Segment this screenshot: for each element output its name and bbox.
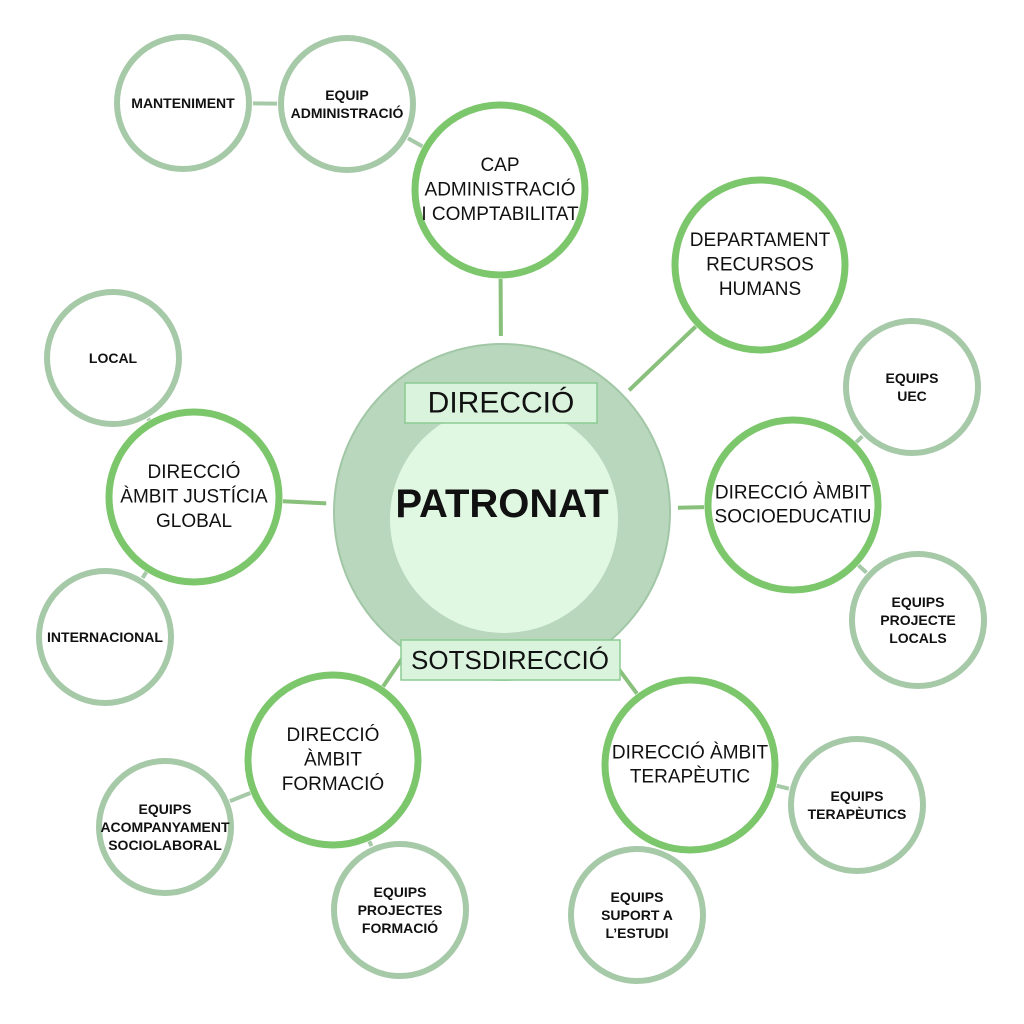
node-cap-admin: CAP ADMINISTRACIÓ I COMPTABILITAT: [411, 101, 589, 279]
node-label-equips-projecte-locals: LOCALS: [889, 630, 947, 646]
connector-formacio-equips-projectes-formacio: [367, 840, 374, 847]
connector-justicia-internacional: [140, 571, 148, 579]
node-label-terapeutic: DIRECCIÓ ÀMBIT: [612, 741, 769, 763]
direccio-label: DIRECCIÓ: [428, 387, 575, 420]
node-label-rrhh: DEPARTAMENT: [690, 230, 831, 251]
node-label-equip-admin: ADMINISTRACIÓ: [291, 104, 404, 121]
node-label-equips-suport: SUPORT A: [601, 907, 673, 923]
node-label-equips-acompanyament: EQUIPS: [139, 801, 192, 817]
node-socioeducatiu: DIRECCIÓ ÀMBIT SOCIOEDUCATIU: [704, 416, 882, 594]
node-label-equips-projecte-locals: EQUIPS: [892, 594, 945, 610]
node-circle-equip-admin: [278, 35, 416, 173]
node-label-manteniment: MANTENIMENT: [131, 95, 235, 111]
node-label-socioeducatiu: SOCIOEDUCATIU: [715, 507, 872, 528]
node-label-justicia: DIRECCIÓ: [148, 461, 241, 483]
node-label-cap-admin: ADMINISTRACIÓ: [425, 179, 576, 201]
node-label-equips-suport: EQUIPS: [611, 889, 664, 905]
node-label-rrhh: HUMANS: [719, 279, 801, 300]
node-circle-formacio: [244, 671, 422, 849]
center-hub: PATRONAT DIRECCIÓ SOTSDIRECCIÓ: [333, 343, 671, 681]
sotsdireccio-label-box: [400, 639, 621, 681]
node-circle-terapeutic: [601, 676, 779, 854]
connector-center-justicia: [282, 499, 327, 506]
patronat-disc: [390, 405, 618, 633]
node-label-rrhh: RECURSOS: [706, 255, 814, 276]
node-label-cap-admin: I COMPTABILITAT: [421, 204, 579, 225]
connector-justicia-local: [146, 417, 151, 422]
node-circle-socioeducatiu: [704, 416, 882, 594]
node-label-equips-projecte-locals: PROJECTE: [880, 612, 955, 628]
node-label-socioeducatiu: DIRECCIÓ ÀMBIT: [715, 481, 872, 503]
node-label-justicia: GLOBAL: [156, 511, 232, 532]
direccio-label-box: [404, 382, 598, 424]
connector-center-socioeducatiu: [677, 505, 705, 510]
node-equips-acompanyament: EQUIPS ACOMPANYAMENT SOCIOLABORAL: [96, 758, 234, 896]
connector-socioeducatiu-equips-uec: [854, 434, 864, 444]
node-equips-projecte-locals: EQUIPS PROJECTE LOCALS: [849, 551, 987, 689]
node-circle-internacional: [36, 568, 174, 706]
node-circle-equips-suport: [568, 846, 706, 984]
node-label-equips-terapeutics: TERAPÈUTICS: [808, 806, 907, 822]
node-label-formacio: ÀMBIT: [304, 750, 362, 771]
node-equips-suport: EQUIPS SUPORT A L’ESTUDI: [568, 846, 706, 984]
sotsdireccio-label: SOTSDIRECCIÓ: [411, 645, 609, 675]
node-circle-equips-projectes-formacio: [331, 841, 469, 979]
node-label-equips-terapeutics: EQUIPS: [831, 788, 884, 804]
node-circle-manteniment: [114, 34, 252, 172]
connector-center-rrhh: [627, 325, 698, 392]
node-label-internacional: INTERNACIONAL: [47, 629, 163, 645]
connector-formacio-equips-acompanyament: [229, 791, 252, 803]
connector-socioeducatiu-equips-projecte-locals: [857, 563, 868, 575]
node-terapeutic: DIRECCIÓ ÀMBIT TERAPÈUTIC: [601, 676, 779, 854]
node-label-local: LOCAL: [89, 350, 138, 366]
connector-layer: [140, 101, 868, 849]
node-label-equips-projectes-formacio: PROJECTES: [358, 902, 443, 918]
node-label-equip-admin: EQUIP: [325, 87, 369, 103]
node-label-equips-uec: EQUIPS: [886, 370, 939, 386]
connector-cap-admin-equip-admin: [407, 136, 424, 149]
node-label-equips-suport: L’ESTUDI: [605, 925, 668, 941]
node-label-equips-projectes-formacio: FORMACIÓ: [362, 919, 438, 936]
node-rrhh: DEPARTAMENT RECURSOS HUMANS: [671, 176, 849, 354]
node-justicia: DIRECCIÓ ÀMBIT JUSTÍCIA GLOBAL: [105, 408, 283, 586]
node-label-equips-acompanyament: SOCIOLABORAL: [108, 837, 222, 853]
node-label-formacio: FORMACIÓ: [282, 773, 384, 795]
node-equips-terapeutics: EQUIPS TERAPÈUTICS: [788, 736, 926, 874]
node-local: LOCAL: [44, 289, 182, 427]
node-circle-cap-admin: [411, 101, 589, 279]
node-circle-rrhh: [671, 176, 849, 354]
node-internacional: INTERNACIONAL: [36, 568, 174, 706]
connector-terapeutic-equips-terapeutics: [776, 783, 790, 791]
center-title: PATRONAT: [395, 482, 608, 526]
node-label-equips-projectes-formacio: EQUIPS: [374, 884, 427, 900]
node-circle-equips-acompanyament: [96, 758, 234, 896]
node-equips-uec: EQUIPS UEC: [843, 318, 981, 456]
node-circle-equips-terapeutics: [788, 736, 926, 874]
node-circle-equips-uec: [843, 318, 981, 456]
node-label-equips-acompanyament: ACOMPANYAMENT: [100, 819, 230, 835]
node-circle-local: [44, 289, 182, 427]
node-label-formacio: DIRECCIÓ: [287, 724, 380, 746]
node-circle-equips-projecte-locals: [849, 551, 987, 689]
node-label-cap-admin: CAP: [480, 155, 519, 176]
connector-center-formacio: [381, 656, 405, 688]
node-label-terapeutic: TERAPÈUTIC: [630, 767, 750, 788]
node-label-equips-uec: UEC: [897, 388, 927, 404]
node-manteniment: MANTENIMENT: [114, 34, 252, 172]
node-label-justicia: ÀMBIT JUSTÍCIA: [120, 487, 268, 508]
node-circle-justicia: [105, 408, 283, 586]
